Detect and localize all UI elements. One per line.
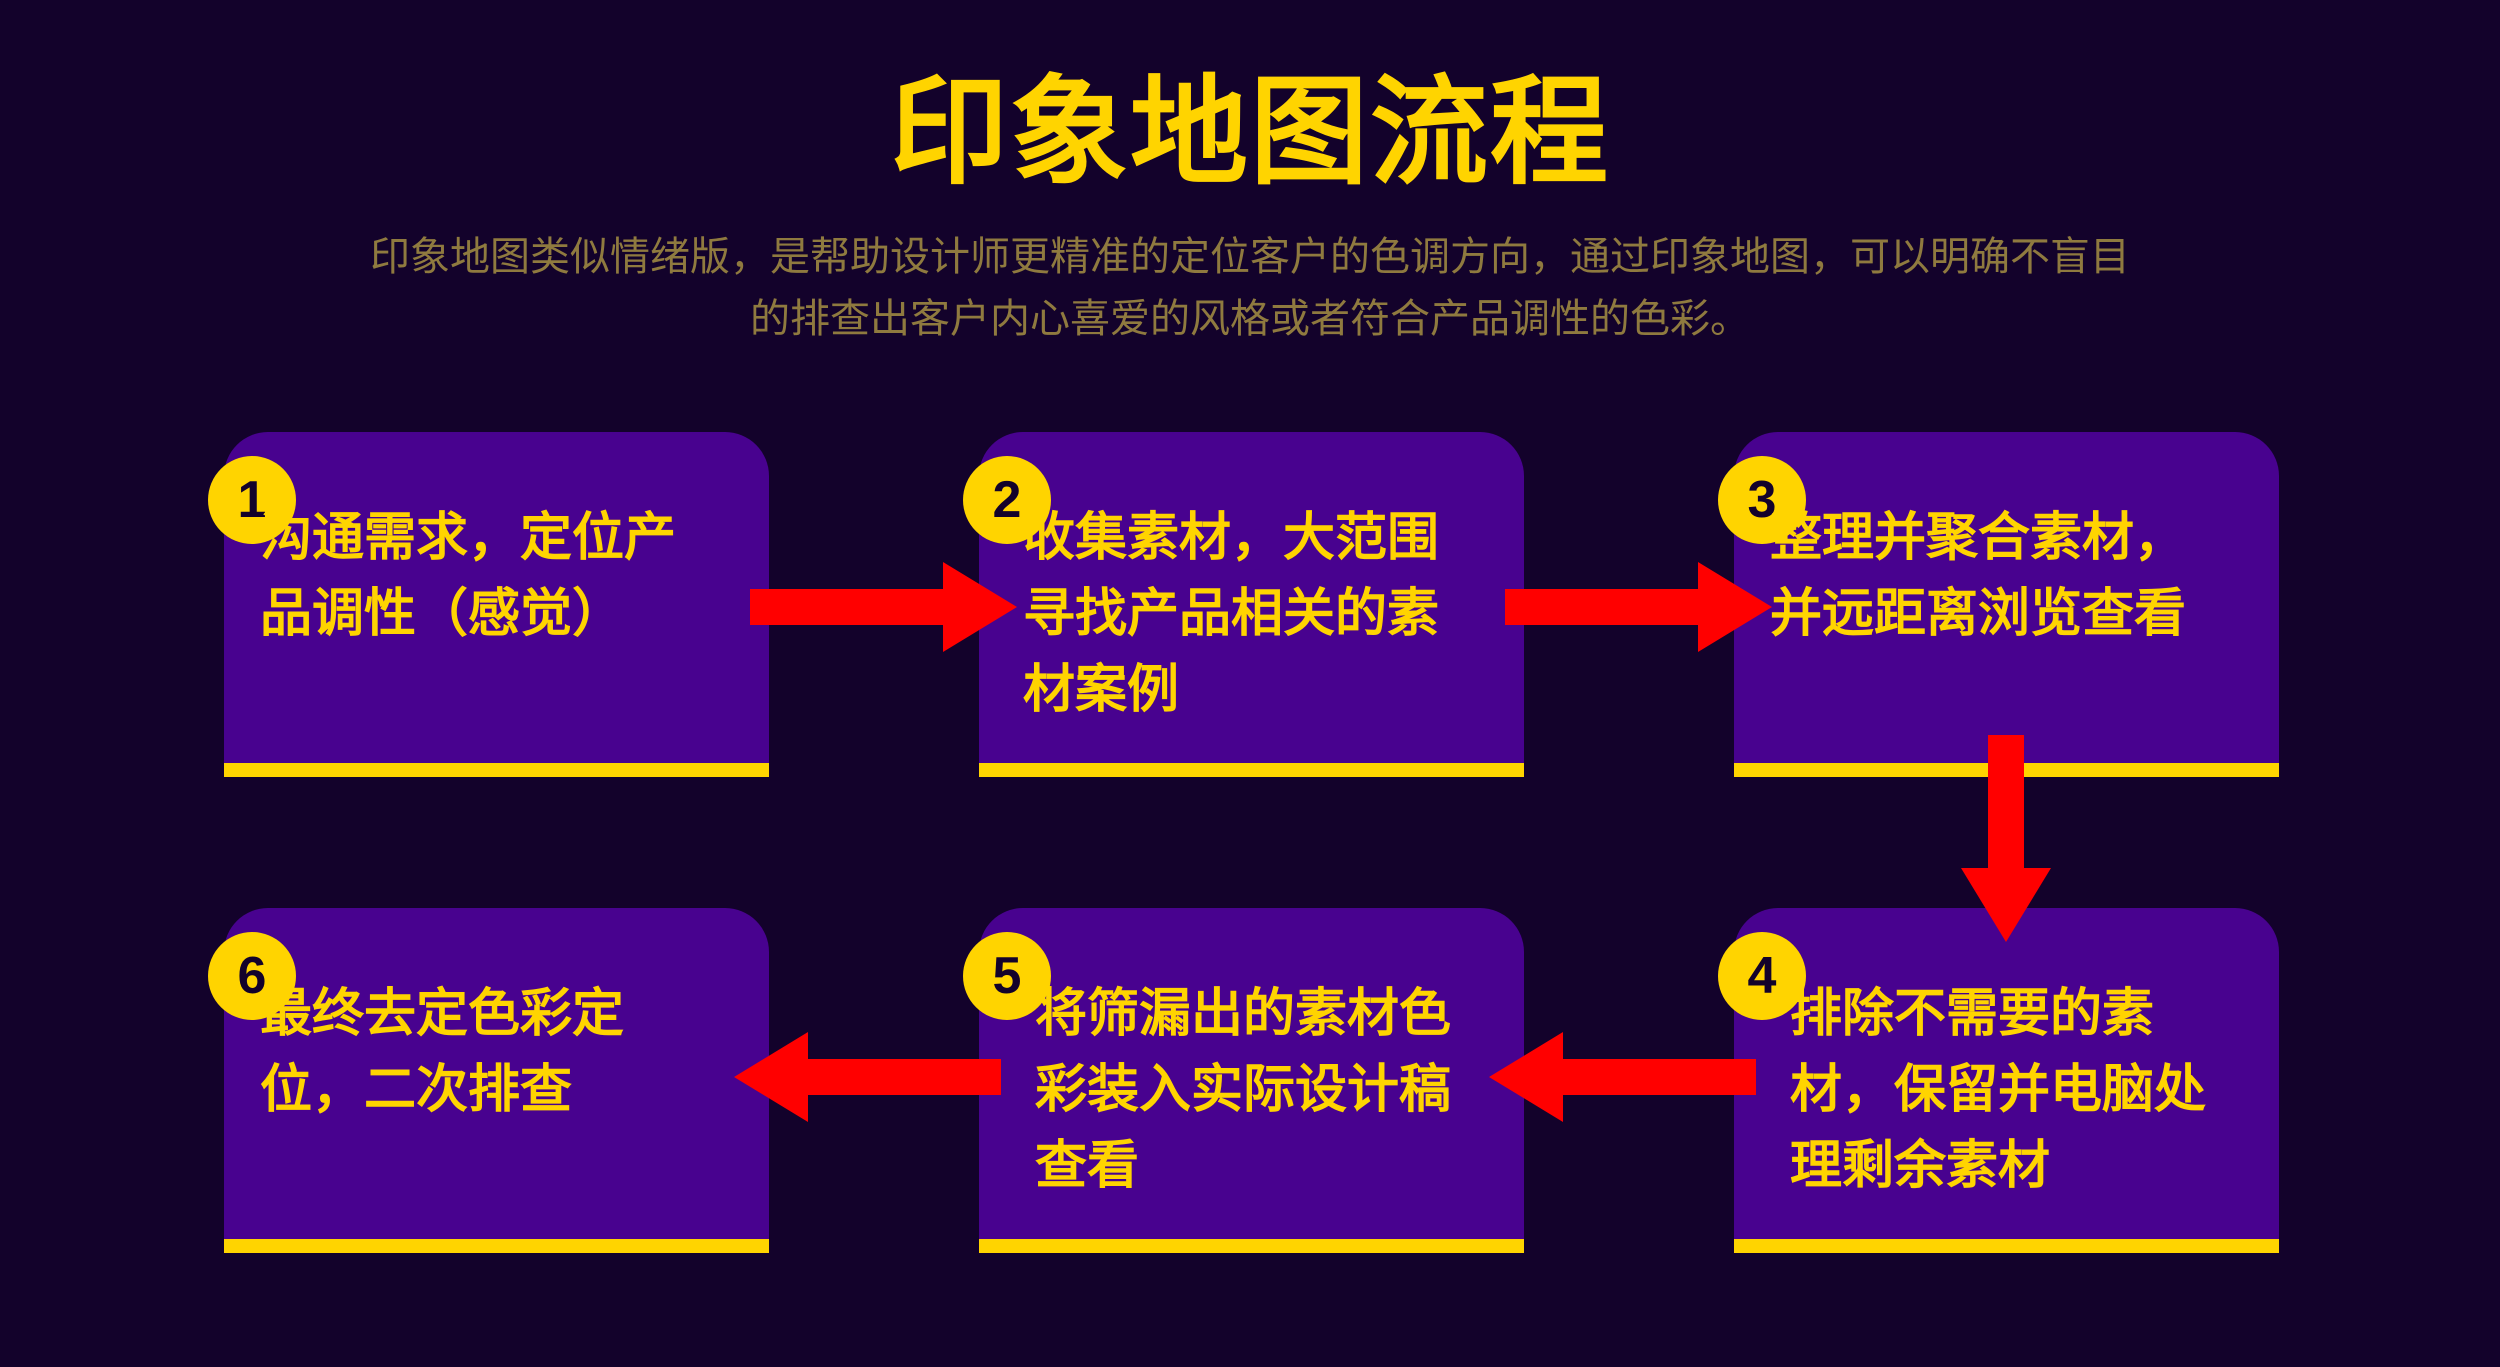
- step-card-underline: [224, 1239, 769, 1253]
- step-text-line: 材，保留并电脑处: [1790, 1060, 2207, 1120]
- step-description: 沟通需求，定位产 品调性（感觉）: [260, 500, 730, 652]
- page-subtitle: 印象地图类似情绪版，是帮助设计师更精准的定位客户的色调方向，通过印象地图，可以明…: [290, 226, 2210, 350]
- step-1-card: 1 沟通需求，定位产 品调性（感觉）: [208, 432, 769, 777]
- step-card-background: [224, 908, 769, 1253]
- step-number-badge: 2: [963, 456, 1051, 544]
- step-text-line: 寻找产品相关的素: [1023, 584, 1440, 644]
- step-number-badge: 4: [1718, 932, 1806, 1020]
- step-3-card: 3 整理并聚合素材， 并远距离浏览查看: [1718, 432, 2279, 777]
- step-text-line: 品调性（感觉）: [260, 584, 625, 644]
- step-description: 将筛漏出的素材色 彩装入实际设计稿 查看: [1035, 976, 1505, 1204]
- step-description: 收集素材，大范围 寻找产品相关的素 材案例: [1023, 500, 1493, 728]
- step-2-card: 2 收集素材，大范围 寻找产品相关的素 材案例: [963, 432, 1524, 777]
- step-card-underline: [979, 1239, 1524, 1253]
- step-text-line: 材案例: [1023, 660, 1180, 720]
- step-card-background: [979, 432, 1524, 777]
- step-text-line: 彩装入实际设计稿: [1035, 1060, 1452, 1120]
- step-number-badge: 1: [208, 456, 296, 544]
- page-title: 印象地图流程: [889, 63, 1610, 201]
- step-card-underline: [1734, 1239, 2279, 1253]
- step-number-badge: 6: [208, 932, 296, 1020]
- subtitle-line-2: 的排查出客户内心喜爱的风格或者符合产品调性的色彩。: [750, 296, 1750, 342]
- arrow-right-icon: [1505, 562, 1772, 652]
- step-text-line: 整理并聚合素材，: [1770, 508, 2187, 568]
- step-text-line: 并远距离浏览查看: [1770, 584, 2187, 644]
- step-text-line: 收集素材，大范围: [1023, 508, 1440, 568]
- step-text-line: 理剩余素材: [1790, 1136, 2051, 1196]
- step-text-line: 沟通需求，定位产: [260, 508, 677, 568]
- arrow-left-icon: [734, 1032, 1001, 1122]
- step-card-background: [979, 908, 1524, 1253]
- step-card-background: [1734, 908, 2279, 1253]
- step-description: 排除不需要的素 材，保留并电脑处 理剩余素材: [1790, 976, 2260, 1204]
- step-card-underline: [979, 763, 1524, 777]
- step-6-card: 6 最终去定色彩定 位，二次排查: [208, 908, 769, 1253]
- step-text-line: 将筛漏出的素材色: [1035, 984, 1452, 1044]
- step-description: 最终去定色彩定 位，二次排查: [260, 976, 730, 1128]
- step-4-card: 4 排除不需要的素 材，保留并电脑处 理剩余素材: [1718, 908, 2279, 1253]
- step-number-badge: 3: [1718, 456, 1806, 544]
- arrow-right-icon: [750, 562, 1017, 652]
- step-text-line: 最终去定色彩定: [260, 984, 625, 1044]
- step-number-badge: 5: [963, 932, 1051, 1020]
- step-5-card: 5 将筛漏出的素材色 彩装入实际设计稿 查看: [963, 908, 1524, 1253]
- step-text-line: 位，二次排查: [260, 1060, 573, 1120]
- step-text-line: 排除不需要的素: [1790, 984, 2155, 1044]
- subtitle-line-1: 印象地图类似情绪版，是帮助设计师更精准的定位客户的色调方向，通过印象地图，可以明…: [370, 234, 2130, 280]
- step-card-background: [224, 432, 769, 777]
- step-text-line: 查看: [1035, 1136, 1140, 1196]
- arrow-left-icon: [1489, 1032, 1756, 1122]
- step-description: 整理并聚合素材， 并远距离浏览查看: [1770, 500, 2240, 652]
- step-card-background: [1734, 432, 2279, 777]
- step-card-underline: [224, 763, 769, 777]
- step-card-underline: [1734, 763, 2279, 777]
